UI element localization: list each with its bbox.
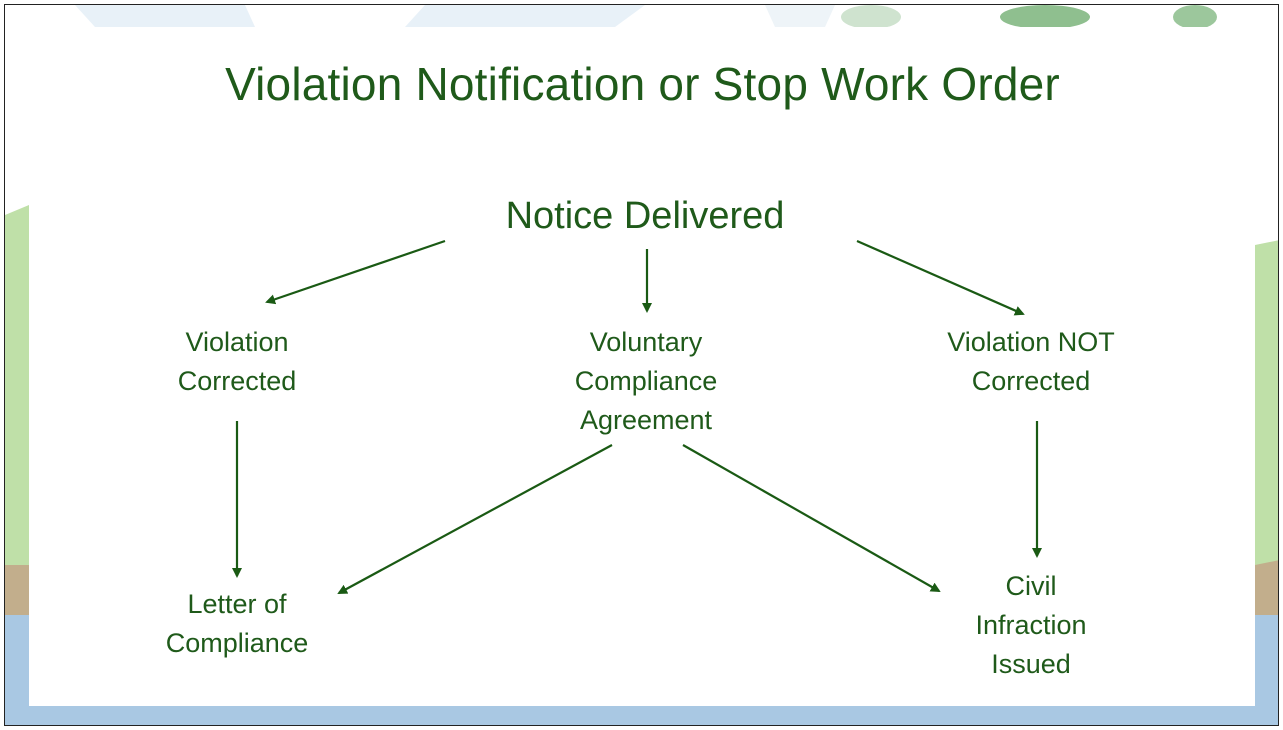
arrow-voluntary-to-letter xyxy=(337,444,613,594)
sky-fragment xyxy=(405,5,645,27)
sky-fragment xyxy=(765,5,835,27)
node-civil-infraction-issued: Civil Infraction Issued xyxy=(975,571,1087,679)
node-violation-not-corrected: Violation NOT Corrected xyxy=(947,327,1115,396)
tree-icon xyxy=(841,5,901,29)
page-title: Violation Notification or Stop Work Orde… xyxy=(225,58,1060,110)
tree-icon xyxy=(1000,5,1090,29)
sky-fragment xyxy=(75,5,255,27)
slide: Violation Notification or Stop Work Orde… xyxy=(4,4,1279,726)
arrow-voluntary-to-civil-infraction xyxy=(682,444,941,592)
node-violation-corrected: Violation Corrected xyxy=(177,327,297,396)
node-voluntary-compliance-agreement: Voluntary Compliance Agreement xyxy=(574,327,718,435)
flow-arrows xyxy=(232,239,1042,594)
arrow-notice-to-violation-corrected xyxy=(265,239,446,305)
right-green-hill xyxy=(1255,240,1278,605)
left-green-hill xyxy=(5,205,29,605)
tree-icon xyxy=(1173,5,1217,29)
content-panel xyxy=(29,27,1255,706)
arrow-notice-to-violation-not-corrected xyxy=(856,239,1025,316)
node-notice-delivered: Notice Delivered xyxy=(505,195,785,237)
node-letter-of-compliance: Letter of Compliance xyxy=(165,589,309,658)
